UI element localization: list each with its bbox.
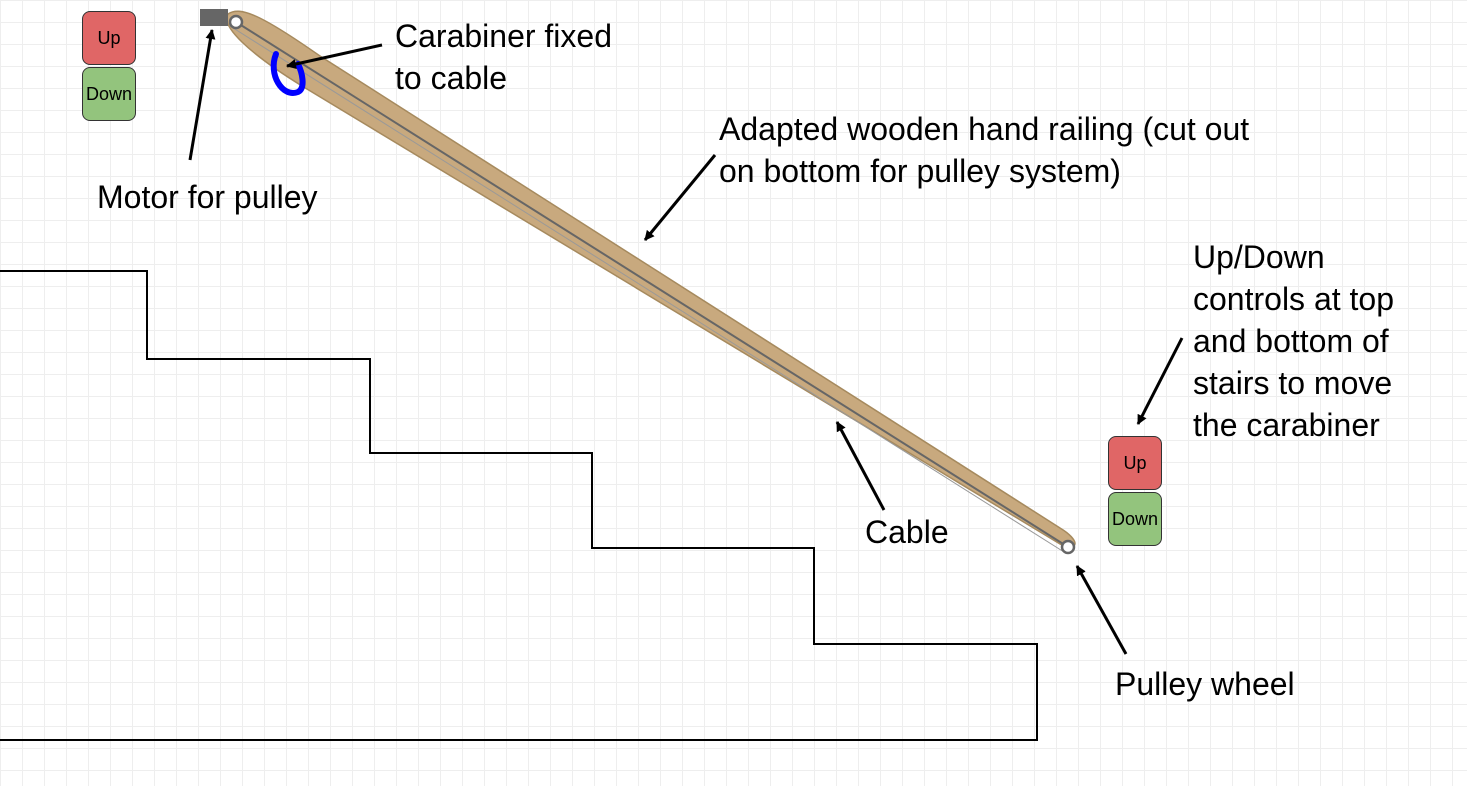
motor-icon [200,9,228,26]
top-up-button[interactable]: Up [82,11,136,65]
label-pulley-wheel: Pulley wheel [1115,666,1295,702]
arrow-controls [1136,337,1184,425]
label-railing: Adapted wooden hand railing (cut out on … [719,111,1250,189]
arrow-motor [188,29,216,161]
cable-return [229,25,1065,553]
pulley-wheel-icon-bottom [1060,539,1076,555]
label-carabiner: Carabiner fixed to cable [395,18,612,96]
cable [235,21,1069,548]
label-motor: Motor for pulley [97,179,318,215]
arrow-pulley [1075,565,1128,655]
pulley-wheel-icon-top [228,14,244,30]
arrow-carabiner [286,43,383,69]
carabiner-icon [270,51,306,96]
stairs-outline [0,270,1038,741]
top-down-button[interactable]: Down [82,67,136,121]
arrow-railing [643,154,717,241]
label-controls: Up/Down controls at top and bottom of st… [1193,239,1394,443]
bottom-up-button[interactable]: Up [1108,436,1162,490]
wooden-hand-railing [226,10,1076,548]
bottom-down-button[interactable]: Down [1108,492,1162,546]
label-cable: Cable [865,514,949,550]
arrow-cable [835,421,886,511]
